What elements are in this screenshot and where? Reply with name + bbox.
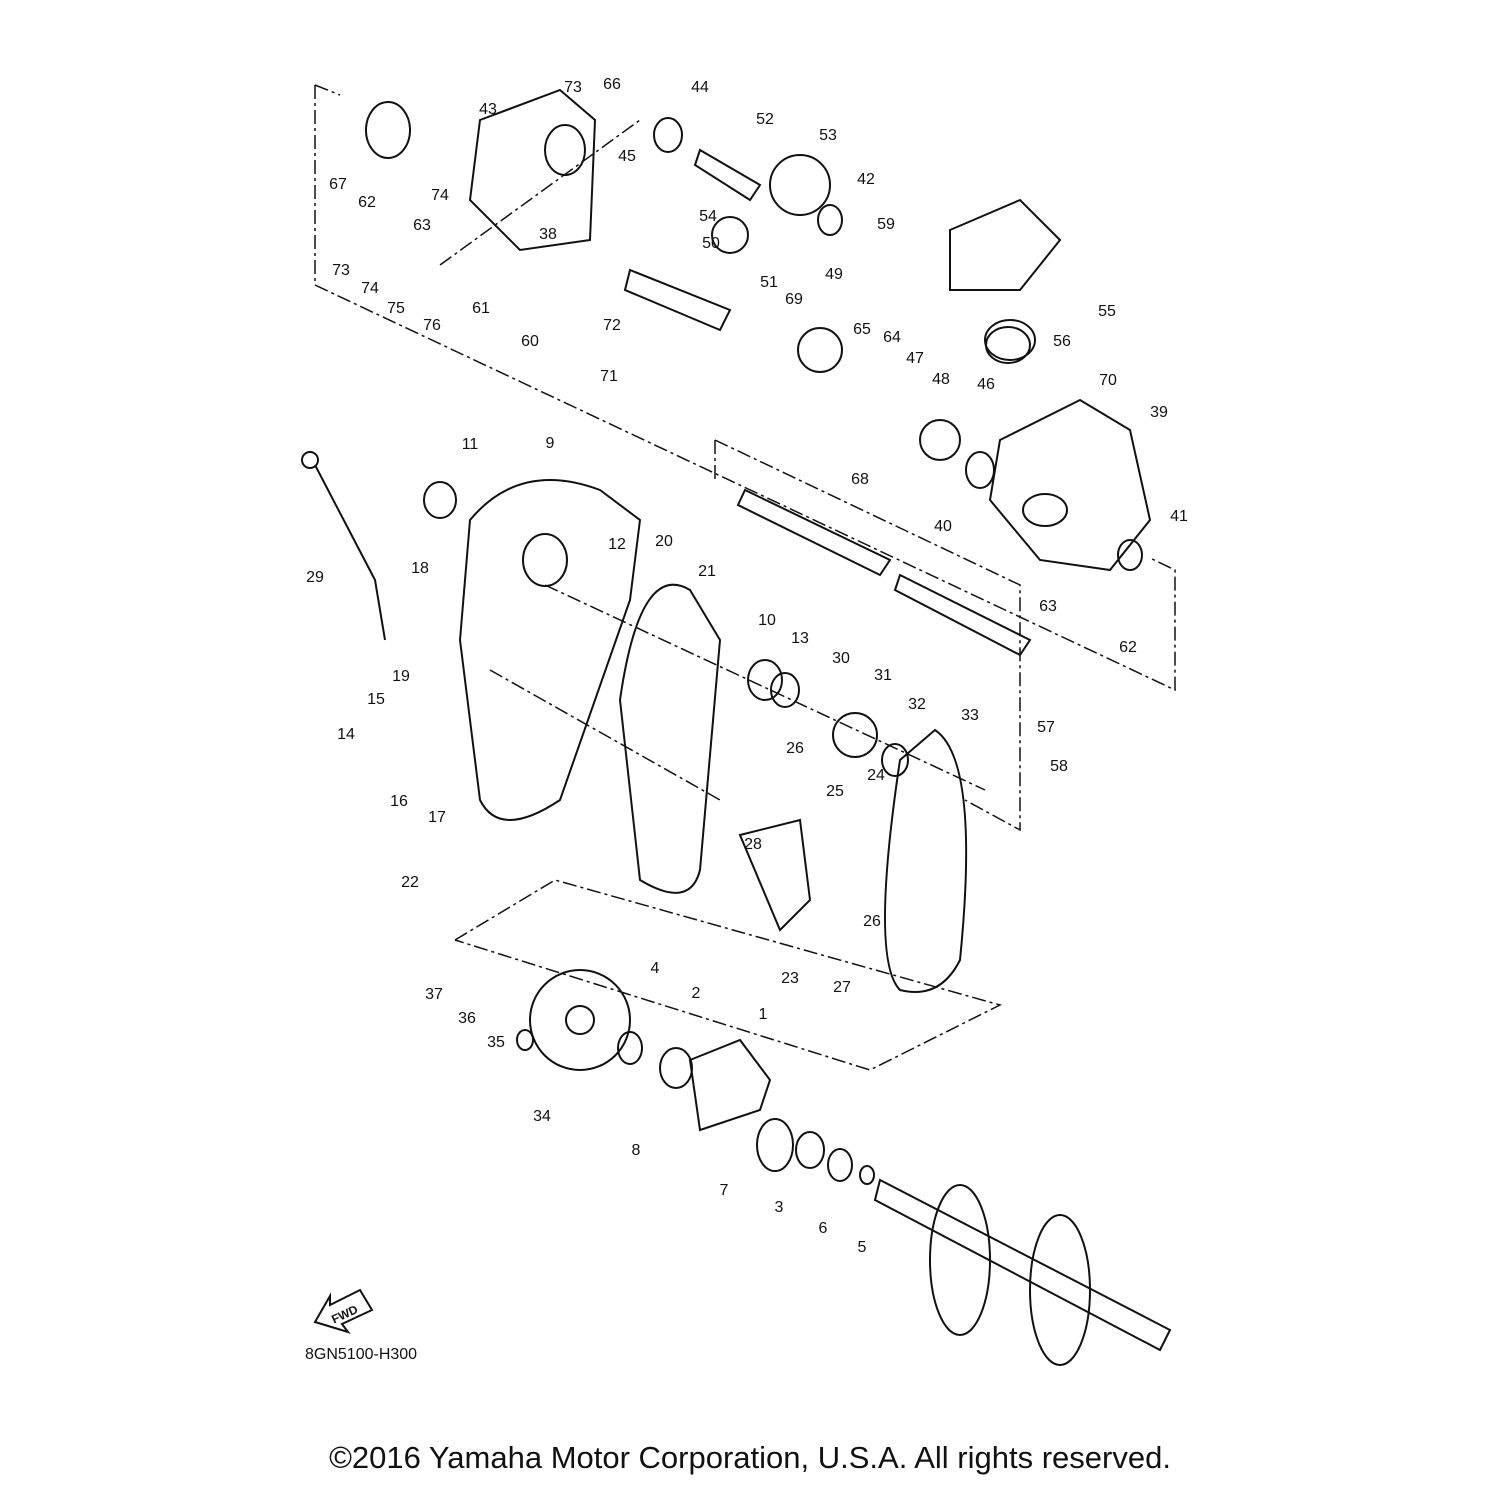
- part-callout-69: 69: [785, 291, 803, 308]
- chaincase-cover: [423, 479, 642, 821]
- gearbox-housing: [949, 198, 1152, 572]
- part-callout-21: 21: [698, 563, 716, 580]
- drive-chain: [884, 728, 968, 993]
- part-callout-73: 73: [564, 79, 582, 96]
- part-callout-33: 33: [961, 707, 979, 724]
- gears: [529, 154, 961, 1071]
- part-callout-31: 31: [874, 667, 892, 684]
- part-callout-8: 8: [631, 1142, 641, 1159]
- part-callout-66: 66: [603, 76, 621, 93]
- dash-frames: [314, 84, 1176, 1071]
- part-callout-64: 64: [883, 329, 901, 346]
- part-callout-7: 7: [719, 1182, 729, 1199]
- part-callout-71: 71: [600, 368, 618, 385]
- part-callout-52: 52: [756, 111, 774, 128]
- part-callout-42: 42: [857, 171, 875, 188]
- part-callout-60: 60: [521, 333, 539, 350]
- part-callout-41: 41: [1170, 508, 1188, 525]
- upper-cover: [468, 88, 597, 252]
- part-callout-16: 16: [390, 793, 408, 810]
- gasket: [618, 583, 722, 894]
- part-callout-32: 32: [908, 696, 926, 713]
- dipstick: [301, 451, 386, 641]
- part-callout-68: 68: [851, 471, 869, 488]
- part-callout-29: 29: [306, 569, 324, 586]
- part-callout-47: 47: [906, 350, 924, 367]
- part-callout-10: 10: [758, 612, 776, 629]
- part-callout-28: 28: [744, 836, 762, 853]
- part-callout-48: 48: [932, 371, 950, 388]
- drive-axle: [873, 1178, 1172, 1366]
- part-callout-72: 72: [603, 317, 621, 334]
- copyright: ©2016 Yamaha Motor Corporation, U.S.A. A…: [329, 1440, 1171, 1475]
- part-callout-36: 36: [458, 1010, 476, 1027]
- part-callout-22: 22: [401, 874, 419, 891]
- part-callout-12: 12: [608, 536, 626, 553]
- part-callout-34: 34: [533, 1108, 551, 1125]
- part-callout-74: 74: [431, 187, 449, 204]
- part-callout-20: 20: [655, 533, 673, 550]
- part-callout-45: 45: [618, 148, 636, 165]
- part-callout-13: 13: [791, 630, 809, 647]
- part-callout-67: 67: [329, 176, 347, 193]
- part-callout-73: 73: [332, 262, 350, 279]
- part-callout-49: 49: [825, 266, 843, 283]
- part-callout-55: 55: [1098, 303, 1116, 320]
- part-callout-43: 43: [479, 101, 497, 118]
- part-callout-4: 4: [650, 960, 660, 977]
- part-callout-56: 56: [1053, 333, 1071, 350]
- part-callout-25: 25: [826, 783, 844, 800]
- part-callout-14: 14: [337, 726, 355, 743]
- part-callout-63: 63: [413, 217, 431, 234]
- part-callout-1: 1: [758, 1006, 768, 1023]
- part-callout-40: 40: [934, 518, 952, 535]
- shafts: [623, 148, 1032, 657]
- part-callout-75: 75: [387, 300, 405, 317]
- part-callout-63: 63: [1039, 598, 1057, 615]
- part-callout-27: 27: [833, 979, 851, 996]
- part-callout-53: 53: [819, 127, 837, 144]
- part-callout-50: 50: [702, 235, 720, 252]
- part-callout-38: 38: [539, 226, 557, 243]
- part-callout-70: 70: [1099, 372, 1117, 389]
- part-callout-11: 11: [461, 436, 479, 453]
- bearing-housing: [688, 818, 812, 1132]
- part-callout-2: 2: [691, 985, 701, 1002]
- part-callout-19: 19: [392, 668, 410, 685]
- part-callout-74: 74: [361, 280, 379, 297]
- part-callout-58: 58: [1050, 758, 1068, 775]
- bearings-seals: [365, 101, 1143, 1185]
- part-callout-59: 59: [877, 216, 895, 233]
- part-callout-57: 57: [1037, 719, 1055, 736]
- part-callout-26: 26: [863, 913, 881, 930]
- part-callout-61: 61: [472, 300, 490, 317]
- part-callout-23: 23: [781, 970, 799, 987]
- part-callout-65: 65: [853, 321, 871, 338]
- part-callout-51: 51: [760, 274, 778, 291]
- part-callout-3: 3: [774, 1199, 784, 1216]
- part-callout-9: 9: [545, 435, 555, 452]
- part-callout-39: 39: [1150, 404, 1168, 421]
- part-callout-62: 62: [358, 194, 376, 211]
- part-callout-18: 18: [411, 560, 429, 577]
- fwd-arrow-icon: FWD: [313, 1288, 374, 1334]
- part-callout-54: 54: [699, 208, 717, 225]
- part-callout-26: 26: [786, 740, 804, 757]
- part-callout-46: 46: [977, 376, 995, 393]
- part-callout-37: 37: [425, 986, 443, 1003]
- part-callout-44: 44: [691, 79, 709, 96]
- part-callout-17: 17: [428, 809, 446, 826]
- part-callout-35: 35: [487, 1034, 505, 1051]
- diagram-code: 8GN5100-H300: [305, 1346, 418, 1363]
- part-callout-24: 24: [867, 767, 885, 784]
- part-callout-76: 76: [423, 317, 441, 334]
- part-callout-5: 5: [857, 1239, 867, 1256]
- part-callout-30: 30: [832, 650, 850, 667]
- part-callout-6: 6: [818, 1220, 828, 1237]
- part-callout-15: 15: [367, 691, 385, 708]
- part-callout-62: 62: [1119, 639, 1137, 656]
